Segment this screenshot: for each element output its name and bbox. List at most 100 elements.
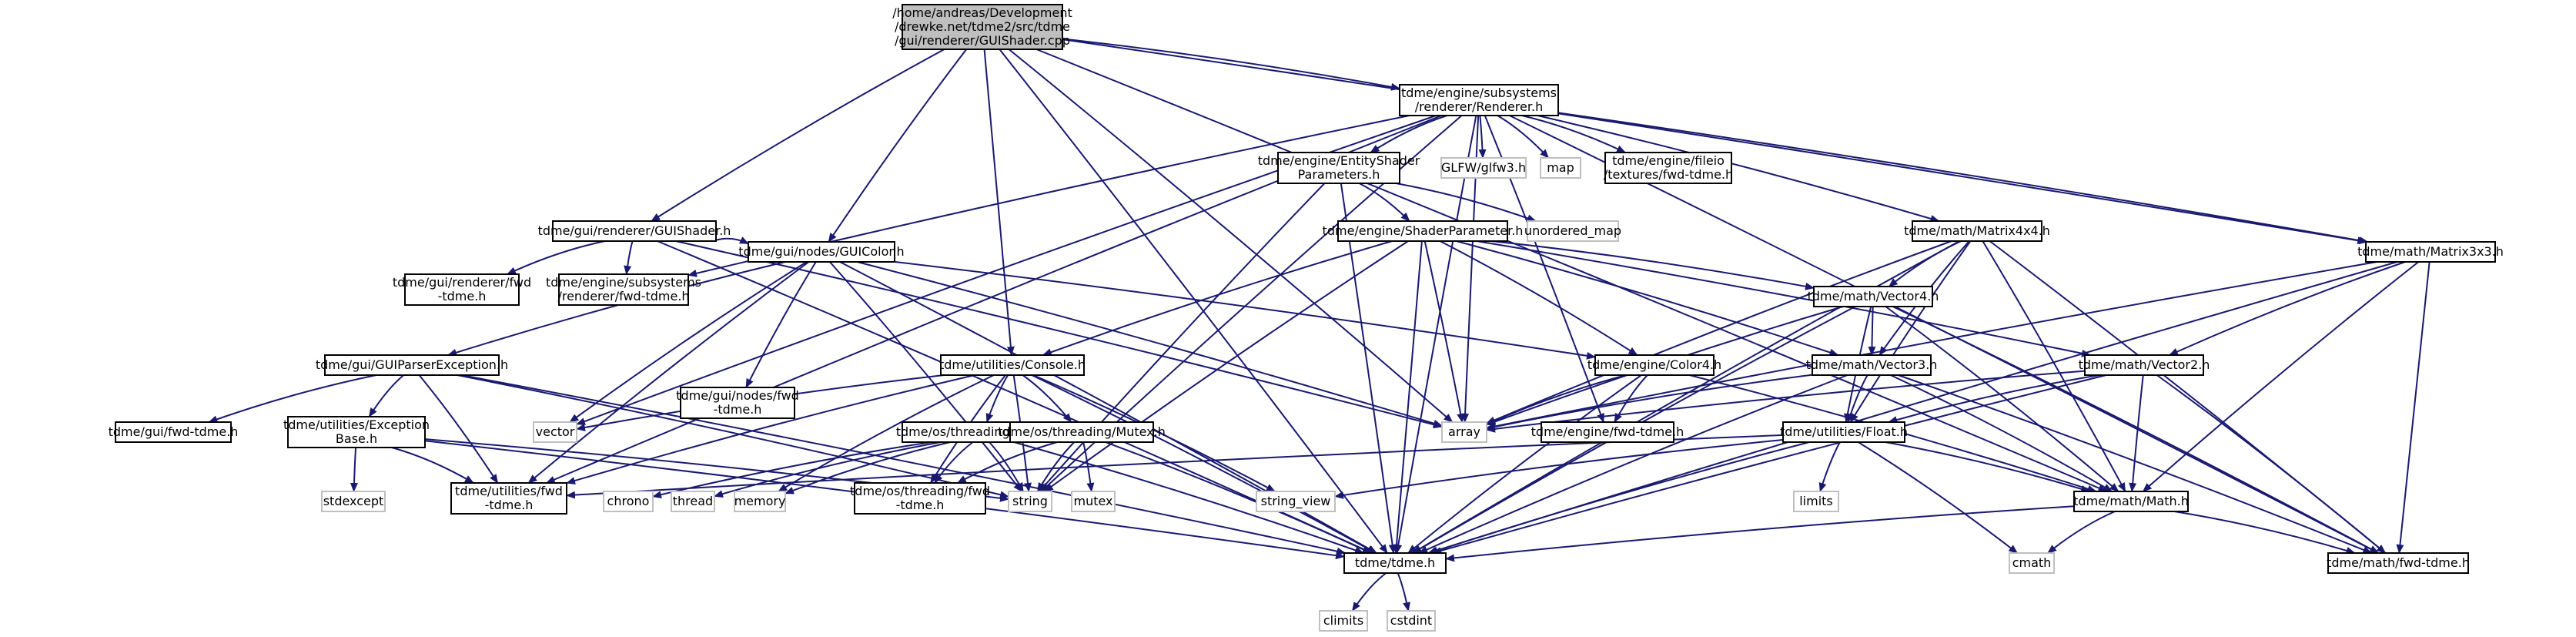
node-box	[450, 482, 567, 515]
node-box	[558, 273, 689, 306]
edge-guishader-to-guirendererfwd	[507, 240, 605, 275]
node-console[interactable]: tdme/utilities/Console.h	[939, 354, 1086, 376]
edges-layer	[208, 38, 2430, 612]
edge-guicolor-to-string	[829, 261, 1022, 492]
node-label: -tdme.h	[438, 289, 487, 303]
node-label: tdme/tdme.h	[1355, 555, 1435, 570]
edge-renderer-to-array	[1461, 115, 1480, 423]
node-label: GLFW/glfw3.h	[1441, 160, 1526, 175]
node-box	[603, 491, 654, 512]
node-utilfwd[interactable]: tdme/utilities/fwd-tdme.h	[450, 482, 567, 515]
node-box	[2365, 241, 2496, 263]
edge-shaderparam-to-console	[1042, 240, 1393, 356]
node-box	[2009, 552, 2055, 574]
node-matrix4x4[interactable]: tdme/math/Matrix4x4.h	[1904, 220, 2050, 242]
node-label: -tdme.h	[714, 402, 762, 417]
node-label: tdme/math/Vector2.h	[2079, 357, 2210, 372]
node-threadfwd[interactable]: tdme/os/threading/fwd-tdme.h	[850, 482, 990, 515]
edge-console-to-utilfwd	[566, 374, 975, 484]
edge-root-to-guicolor	[828, 49, 968, 243]
node-box	[1256, 491, 1336, 512]
edge-float_h-to-limits	[1818, 441, 1841, 492]
edge-shaderparam-to-color4	[1440, 240, 1638, 356]
edge-mathh-to-cmath	[2047, 511, 2116, 554]
node-label: tdme/engine/Color4.h	[1587, 357, 1721, 372]
node-mathfwd[interactable]: tdme/math/fwd-tdme.h	[2327, 552, 2470, 574]
edge-guiparserexc-to-utilfwd	[418, 374, 499, 484]
node-vector2[interactable]: tdme/math/Vector2.h	[2079, 354, 2210, 376]
node-vector: vector	[533, 421, 577, 443]
node-mutex_h[interactable]: tdme/os/threading/Mutex.h	[998, 421, 1166, 443]
node-guicolor[interactable]: tdme/gui/nodes/GUIColor.h	[738, 241, 905, 263]
node-matrix3x3[interactable]: tdme/math/Matrix3x3.h	[2357, 241, 2504, 263]
node-box	[552, 220, 717, 242]
edge-matrix4x4-to-array	[1486, 240, 1952, 424]
node-enginefwd[interactable]: tdme/engine/fwd-tdme.h	[1531, 421, 1684, 443]
node-string: string	[1008, 491, 1052, 512]
node-shaderparam[interactable]: tdme/engine/ShaderParameter.h	[1323, 220, 1524, 242]
node-map: map	[1540, 157, 1581, 179]
node-box	[324, 354, 500, 376]
edge-entityshader-to-string	[1039, 183, 1326, 492]
node-subsysfwd[interactable]: tdme/engine/subsystems/renderer/fwd-tdme…	[546, 273, 701, 306]
node-box	[902, 4, 1063, 50]
node-fileiofwd[interactable]: tdme/engine/fileio/textures/fwd-tdme.h	[1604, 152, 1733, 184]
edge-shaderparam-to-string	[1044, 240, 1409, 492]
node-renderer[interactable]: tdme/engine/subsystems/renderer/Renderer…	[1399, 84, 1559, 116]
edge-mathh-to-mathfwd	[2174, 511, 2356, 555]
node-guishader[interactable]: tdme/gui/renderer/GUIShader.h	[538, 220, 731, 242]
node-box	[854, 482, 986, 515]
edge-console-to-thread_h	[985, 374, 1009, 423]
node-guinodesfwd[interactable]: tdme/gui/nodes/fwd-tdme.h	[676, 387, 799, 419]
node-limits: limits	[1793, 491, 1839, 512]
edge-matrix3x3-to-mathfwd	[2396, 261, 2430, 554]
node-guirendererfwd[interactable]: tdme/gui/renderer/fwd-tdme.h	[393, 273, 531, 306]
node-box	[321, 491, 386, 512]
node-label: tdme/math/Math.h	[2073, 494, 2189, 508]
edge-mutex_h-to-string	[1036, 441, 1076, 492]
node-box	[1008, 491, 1052, 512]
node-float_h[interactable]: tdme/utilities/Float.h	[1780, 421, 1908, 443]
edge-guiparserexc-to-tdmeh	[461, 374, 1347, 555]
edge-guicolor-to-color4	[894, 260, 1596, 360]
nodes-layer: /home/andreas/Development/drewke.net/tdm…	[109, 4, 2504, 632]
node-vector3[interactable]: tdme/math/Vector3.h	[1806, 354, 1938, 376]
edge-shaderparam-to-vector2	[1476, 240, 2091, 357]
node-label: tdme/engine/ShaderParameter.h	[1323, 223, 1524, 238]
node-array: array	[1441, 421, 1487, 443]
edge-color4-to-tdmeh	[1407, 374, 1642, 554]
node-tdmeh[interactable]: tdme/tdme.h	[1343, 552, 1447, 574]
node-box	[1541, 421, 1674, 443]
edge-color4-to-array	[1486, 374, 1627, 425]
edge-tdmeh-to-cstdint	[1397, 572, 1410, 612]
node-label: map	[1547, 160, 1574, 175]
node-guiparserexc[interactable]: tdme/gui/GUIParserException.h	[316, 354, 508, 376]
node-box	[1319, 610, 1368, 632]
node-label: /renderer/fwd-tdme.h	[557, 289, 689, 303]
node-mathh[interactable]: tdme/math/Math.h	[2073, 491, 2189, 512]
node-box	[1009, 421, 1154, 443]
node-label: /renderer/Renderer.h	[1415, 99, 1543, 114]
node-box	[671, 491, 715, 512]
node-box	[1594, 354, 1715, 376]
node-label: -tdme.h	[896, 498, 945, 512]
node-guifwd[interactable]: tdme/gui/fwd-tdme.h	[109, 421, 239, 443]
node-label: tdme/gui/GUIParserException.h	[316, 357, 508, 372]
edge-thread_h-to-threadfwd	[934, 441, 974, 484]
node-cstdint: cstdint	[1387, 610, 1436, 632]
node-glfw: GLFW/glfw3.h	[1440, 157, 1527, 179]
node-box	[1912, 220, 2042, 242]
edge-guicolor-to-array	[857, 261, 1443, 427]
node-label: array	[1448, 424, 1480, 439]
edge-vector2-to-mathh	[2129, 374, 2144, 492]
edge-guiparserexc-to-excbase	[368, 374, 404, 417]
node-box	[1604, 152, 1732, 184]
edge-guishader-to-subsysfwd	[624, 240, 634, 275]
node-label: chrono	[607, 494, 650, 508]
node-box	[1343, 552, 1447, 574]
node-root[interactable]: /home/andreas/Development/drewke.net/tdm…	[892, 4, 1072, 50]
node-vector4[interactable]: tdme/math/Vector4.h	[1808, 286, 1939, 307]
node-color4[interactable]: tdme/engine/Color4.h	[1587, 354, 1721, 376]
